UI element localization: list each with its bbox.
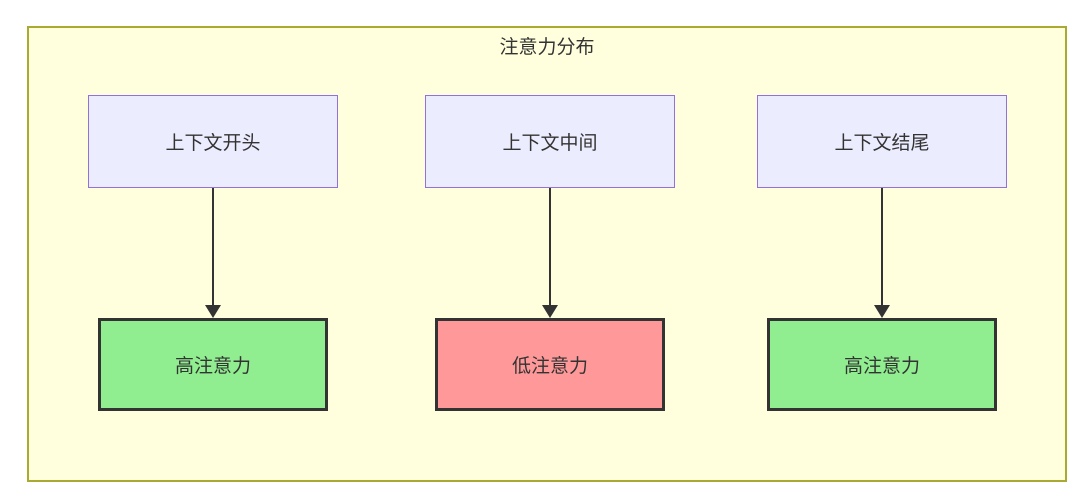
node-high-attention-right: 高注意力: [767, 318, 997, 411]
node-low-attention: 低注意力: [435, 318, 665, 411]
diagram-container: 注意力分布 上下文开头 高注意力 上下文中间 低注意力: [27, 26, 1067, 482]
flow-column-end: 上下文结尾 高注意力: [757, 95, 1007, 411]
node-label: 高注意力: [174, 356, 251, 377]
node-label: 上下文开头: [165, 133, 261, 154]
arrowhead-icon: [542, 305, 558, 318]
node-label: 高注意力: [843, 356, 920, 377]
node-context-end: 上下文结尾: [757, 95, 1007, 188]
arrowhead-icon: [874, 305, 890, 318]
flow-column-start: 上下文开头 高注意力: [88, 95, 338, 411]
diagram-title: 注意力分布: [499, 37, 595, 58]
arrow-line: [881, 188, 883, 305]
arrow-line: [212, 188, 214, 305]
arrow-line: [549, 188, 551, 305]
flow-column-middle: 上下文中间 低注意力: [425, 95, 675, 411]
node-label: 上下文结尾: [834, 133, 930, 154]
node-label: 上下文中间: [502, 133, 598, 154]
node-high-attention-left: 高注意力: [98, 318, 328, 411]
node-context-middle: 上下文中间: [425, 95, 675, 188]
arrow-down: [542, 188, 558, 318]
arrowhead-icon: [205, 305, 221, 318]
node-label: 低注意力: [511, 356, 588, 377]
arrow-down: [874, 188, 890, 318]
node-context-beginning: 上下文开头: [88, 95, 338, 188]
arrow-down: [205, 188, 221, 318]
